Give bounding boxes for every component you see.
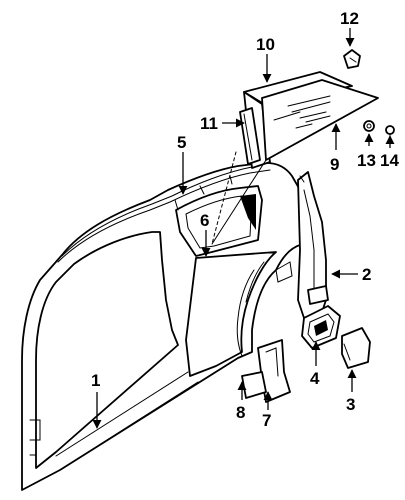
inner-panel-2 [297, 171, 329, 319]
callout-5: 5 [177, 133, 186, 152]
fuel-filler-housing [301, 305, 341, 349]
leader-lines [92, 28, 395, 429]
callout-2: 2 [362, 265, 371, 284]
nut-13 [363, 120, 375, 132]
callout-6: 6 [200, 211, 209, 230]
callout-7: 7 [262, 411, 271, 430]
callout-1: 1 [91, 371, 100, 390]
fuel-filler-door [341, 327, 371, 369]
callout-12: 12 [340, 9, 359, 28]
bracket-8 [241, 371, 267, 399]
callout-9: 9 [330, 155, 339, 174]
quarter-glass-assembly [211, 71, 379, 245]
callout-14: 14 [380, 151, 399, 170]
callout-8: 8 [236, 403, 245, 422]
callout-11: 11 [200, 114, 218, 133]
callout-13: 13 [357, 151, 376, 170]
clip-12 [343, 49, 361, 69]
callout-3: 3 [346, 395, 355, 414]
callout-10: 10 [256, 35, 275, 54]
body-side-panel [21, 151, 301, 491]
callout-4: 4 [310, 369, 320, 388]
callout-labels: 1 2 3 4 5 6 7 8 9 10 11 12 13 14 [91, 9, 399, 430]
